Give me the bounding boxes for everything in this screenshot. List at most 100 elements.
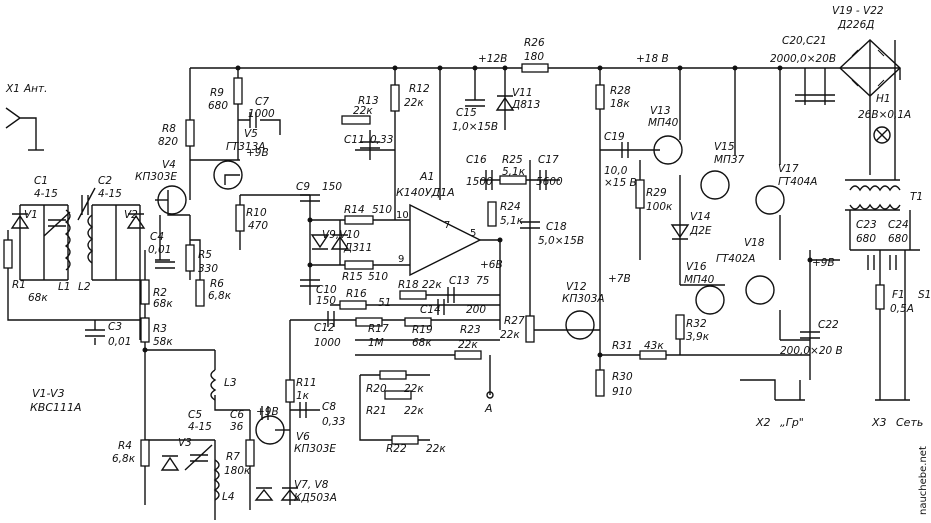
label-r6: R6 xyxy=(210,278,224,290)
label-c18: C18 xyxy=(546,221,567,233)
capacitor-c3 xyxy=(85,329,105,337)
bridge-v19-v22 xyxy=(838,39,902,97)
label-v15-type: МП37 xyxy=(714,154,745,166)
resistor-r23 xyxy=(454,350,482,360)
resistor-r3 xyxy=(140,317,150,343)
transistor-v16 xyxy=(695,285,725,315)
label-r3: R3 xyxy=(153,323,167,335)
resistor-r24 xyxy=(487,201,497,227)
label-r19: R19 xyxy=(412,324,433,336)
resistor-r29 xyxy=(635,179,645,209)
label-r2-value: 68к xyxy=(153,298,173,310)
label-v4: V4 xyxy=(162,159,176,171)
label-r14-value: 510 xyxy=(372,204,392,216)
junction-dots xyxy=(142,65,813,358)
label-pin-9: 9 xyxy=(398,254,404,265)
label-c23: C23 xyxy=(856,219,877,231)
label-r18-value: 22к xyxy=(422,279,442,291)
label-v18-type: ГТ402А xyxy=(716,253,756,265)
resistor-r31 xyxy=(639,350,667,360)
label-r23-value: 22к xyxy=(458,339,478,351)
label-group: X1 Ант. C1 4-15 C2 4-15 V1 V2 R1 68к L1 … xyxy=(5,5,931,515)
label-r15-value: 510 xyxy=(368,271,388,283)
resistor-r8 xyxy=(185,119,195,147)
label-c11: C11 xyxy=(344,134,365,146)
label-v12: V12 xyxy=(566,281,587,293)
label-t1: T1 xyxy=(910,191,923,203)
label-r30-value: 910 xyxy=(612,386,632,398)
label-v3: V3 xyxy=(178,437,192,449)
label-c22-value: 200,0×20 В xyxy=(780,345,843,357)
capacitor-c11 xyxy=(360,141,380,149)
label-r12: R12 xyxy=(409,83,430,95)
label-r10-value: 470 xyxy=(248,220,268,232)
resistor-r17 xyxy=(355,317,383,327)
label-r22: R22 xyxy=(386,443,407,455)
label-r10: R10 xyxy=(246,207,267,219)
label-r5: R5 xyxy=(198,249,212,261)
label-r8: R8 xyxy=(162,123,176,135)
capacitor-c1 xyxy=(43,211,71,237)
label-v14: V14 xyxy=(690,211,711,223)
capacitor-c16 xyxy=(485,170,493,190)
capacitor-c21 xyxy=(815,94,835,102)
resistor-r21 xyxy=(384,390,412,400)
label-r32-value: 3,9к xyxy=(686,331,710,343)
label-c17-value: 5600 xyxy=(536,176,563,188)
label-set: Сеть xyxy=(896,416,923,429)
capacitor-c5 xyxy=(184,444,213,471)
transistor-v17 xyxy=(755,185,785,215)
transistor-v12 xyxy=(565,310,595,340)
label-c2: C2 xyxy=(98,175,112,187)
label-v19-v22: V19 - V22 xyxy=(832,5,884,17)
label-d311: Д311 xyxy=(343,242,372,254)
label-c3: C3 xyxy=(108,321,122,333)
label-kvs111a: КВС111А xyxy=(30,401,82,414)
label-h1-value: 26В×0,1А xyxy=(858,109,911,121)
label-c2-value: 4-15 xyxy=(98,188,122,200)
lamp-h1 xyxy=(873,126,891,144)
label-c13-value: 75 xyxy=(476,275,490,287)
capacitor-c15 xyxy=(465,99,485,107)
resistor-r12 xyxy=(390,84,400,112)
label-r4: R4 xyxy=(118,440,132,452)
label-plus9v-b: +9В xyxy=(256,406,279,418)
label-r22-value: 22к xyxy=(426,443,446,455)
transistors xyxy=(157,135,785,445)
diode-v9 xyxy=(310,234,330,250)
label-r27: R27 xyxy=(504,315,525,327)
capacitor-c17 xyxy=(539,170,547,190)
resistor-r26 xyxy=(521,63,549,73)
label-r21: R21 xyxy=(366,405,387,417)
label-r17-value: 1М xyxy=(368,337,384,349)
label-c12-value: 1000 xyxy=(314,337,341,349)
label-c18-value: 5,0×15В xyxy=(538,235,584,247)
label-r14: R14 xyxy=(344,204,365,216)
label-v11: V11 xyxy=(512,87,533,99)
resistor-r7 xyxy=(245,439,255,467)
label-c24-value: 680 xyxy=(888,233,908,245)
diode-v10 xyxy=(330,234,350,250)
label-f1-value: 0,5А xyxy=(890,303,914,315)
resistor-r9 xyxy=(233,77,243,105)
resistor-r27 xyxy=(525,315,535,343)
label-r17: R17 xyxy=(368,323,389,335)
label-v6: V6 xyxy=(296,431,310,443)
label-v5-type: ГТ313А xyxy=(226,141,266,153)
label-plus9v-a: +9В xyxy=(246,147,269,159)
label-r23: R23 xyxy=(460,324,481,336)
diode-v2 xyxy=(126,213,146,229)
label-a1-type: К140УД1А xyxy=(396,186,455,199)
label-c4: C4 xyxy=(150,231,164,243)
resistor-r18 xyxy=(399,290,427,300)
watermark-text: nauchebe.net xyxy=(918,446,929,515)
label-r32: R32 xyxy=(686,318,707,330)
label-r16-value: 51 xyxy=(378,297,391,309)
label-x1: X1 xyxy=(5,83,20,95)
resistor-r28 xyxy=(595,84,605,110)
resistor-r6 xyxy=(195,279,205,307)
label-r13-value: 22к xyxy=(353,105,373,117)
capacitor-c13 xyxy=(447,287,455,303)
